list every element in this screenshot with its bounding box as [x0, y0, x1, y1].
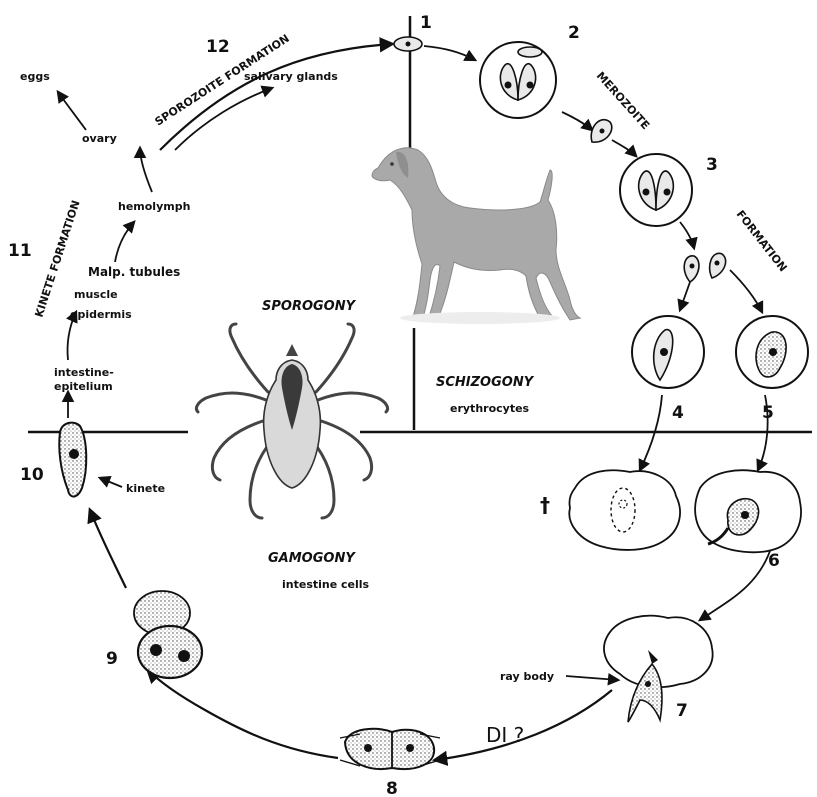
- label-kinete: kinete: [126, 482, 165, 495]
- label-ray-body: ray body: [500, 670, 554, 683]
- arrow-ovary-eggs: [58, 92, 86, 130]
- label-formation-right: FORMATION: [734, 208, 790, 274]
- arrow-to-5-cell: [730, 270, 762, 312]
- stage-number-12: 12: [206, 37, 230, 57]
- stage-number-4: 4: [672, 403, 684, 423]
- label-di: DI ?: [486, 723, 524, 747]
- stage-4-degenerating: [569, 470, 680, 550]
- stage-number-3: 3: [706, 155, 718, 175]
- phase-schizogony: SCHIZOGONY: [436, 375, 535, 390]
- label-intestine-1: intestine-: [54, 366, 114, 379]
- stage-number-10: 10: [20, 465, 44, 485]
- label-muscle: muscle: [74, 288, 118, 301]
- arc-1-to-2: [424, 46, 475, 60]
- label-eggs: eggs: [20, 70, 50, 83]
- label-epidermis: epidermis: [70, 308, 132, 321]
- phase-gamogony: GAMOGONY: [268, 551, 356, 566]
- stage-3-erythrocyte: [620, 154, 692, 226]
- stage-7-ray-body: [604, 616, 713, 722]
- stage-number-9: 9: [106, 649, 118, 669]
- stage-number-7: 7: [676, 701, 688, 721]
- stage-5-erythrocyte: [736, 316, 808, 388]
- label-hemolymph: hemolymph: [118, 200, 190, 213]
- stage-8-zygote: [340, 729, 440, 769]
- arrow-to-4-cell: [680, 282, 690, 310]
- arrow-ray-body: [566, 676, 618, 680]
- arc-8-to-9: [148, 670, 338, 758]
- merozoite-pair: [684, 253, 725, 282]
- arrow-kinete: [100, 478, 122, 487]
- stage-1-sporozoite: [394, 37, 422, 51]
- label-malp-tubules: Malp. tubules: [88, 265, 180, 279]
- stage-number-2: 2: [568, 23, 580, 43]
- arc-2-to-merozoite: [562, 112, 592, 130]
- arc-3-to-merozoites: [680, 222, 694, 248]
- stage-9-dividing: [134, 591, 202, 678]
- dog-figure: [372, 148, 580, 324]
- stage-number-11: 11: [8, 241, 32, 261]
- arrow-hemolymph-ovary: [140, 148, 152, 192]
- arc-9-to-10: [90, 510, 126, 588]
- phase-sporogony: SPOROGONY: [262, 299, 357, 314]
- label-ovary: ovary: [82, 132, 117, 145]
- stage-number-6: 6: [768, 551, 780, 571]
- phase-schizogony-sub: erythrocytes: [450, 402, 530, 415]
- phase-gamogony-sub: intestine cells: [282, 578, 370, 591]
- stage-6-gametocyte: [695, 470, 801, 552]
- stage-4-erythrocyte: [632, 316, 704, 388]
- merozoite-free: [591, 120, 612, 143]
- stage-2-erythrocyte: [480, 42, 556, 118]
- label-dagger: †: [540, 493, 550, 517]
- arrow-malp-up: [115, 222, 134, 262]
- stage-number-8: 8: [386, 779, 398, 797]
- stage-number-5: 5: [762, 403, 774, 423]
- arc-merozoite-to-3: [612, 140, 636, 156]
- label-salivary-glands: salivary glands: [244, 70, 338, 83]
- stage-number-1: 1: [420, 13, 432, 33]
- label-intestine-2: epitelium: [54, 380, 113, 393]
- stage-10-kinete: [59, 423, 86, 497]
- tick-figure: [196, 324, 387, 518]
- arc-6-to-7: [700, 545, 772, 620]
